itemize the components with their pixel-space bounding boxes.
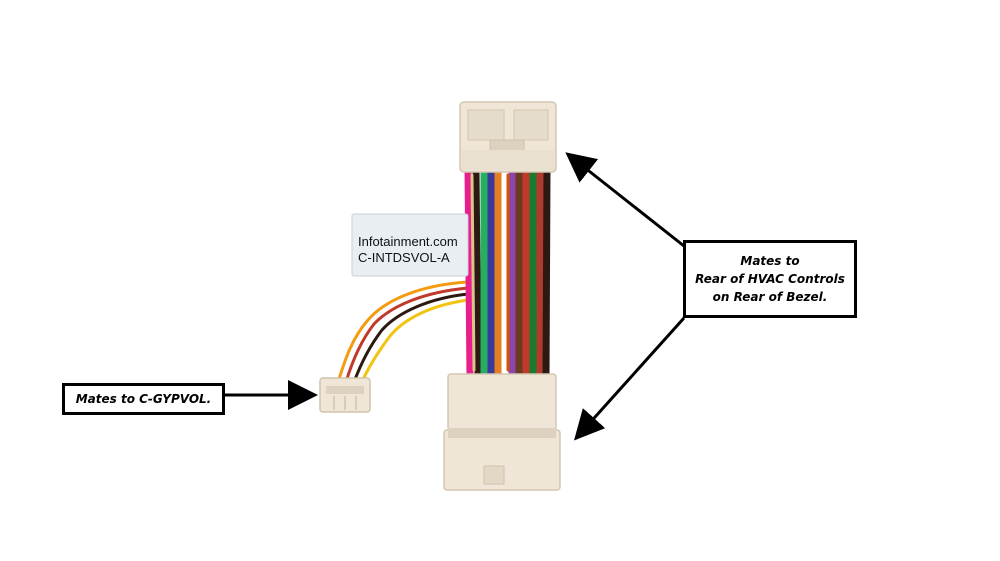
top-connector [459, 101, 557, 173]
label-line-2: C-INTDSVOL-A [358, 250, 450, 265]
callout-arrows [225, 152, 686, 441]
pigtail-wires [336, 280, 470, 384]
callout-right-line-3: on Rear of Bezel. [712, 290, 828, 304]
main-wire-bundle [464, 164, 551, 384]
callout-hvac-controls: Mates to Rear of HVAC Controls on Rear o… [683, 240, 857, 318]
callout-left-text: Mates to C-GYPVOL. [75, 392, 212, 406]
callout-right-line-1: Mates to [740, 254, 800, 268]
bottom-connector [443, 373, 561, 491]
wire-tag-label: Infotainment.com C-INTDSVOL-A [351, 213, 469, 277]
label-line-1: Infotainment.com [358, 234, 458, 249]
small-connector [319, 377, 371, 413]
callout-right-line-2: Rear of HVAC Controls [695, 272, 845, 286]
arrow-to-top-connector [565, 152, 685, 248]
callout-gypvol: Mates to C-GYPVOL. [62, 383, 225, 415]
arrow-to-bottom-connector [573, 316, 686, 441]
